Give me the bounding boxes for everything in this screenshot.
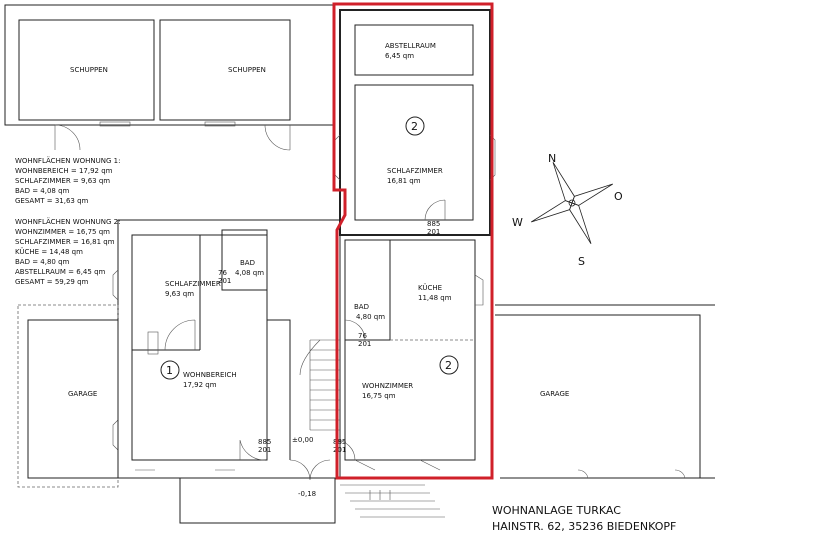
address-line-1: WOHNANLAGE TURKAC [492,504,621,517]
area-list-unit2-title: WOHNFLÄCHEN WOHNUNG 2: [15,217,120,226]
area-list-unit2-line: WOHNZIMMER = 16,75 qm [15,228,110,236]
room-label-abstellraum: ABSTELLRAUM [385,42,436,50]
door-label-d3a: 76 [358,332,367,340]
room-label-wohnbereich: WOHNBEREICH [183,371,237,379]
room-label-kueche: KÜCHE [418,283,442,292]
door-label-d1b: 201 [427,228,440,236]
room-area-wohnzimmer: 16,75 qm [362,392,396,400]
room-label-garage-left: GARAGE [68,390,97,398]
shed-block [4,4,336,151]
unit-2-marker-upper: 2 [411,120,418,133]
area-list-unit1-title: WOHNFLÄCHEN WOHNUNG 1: [15,156,120,165]
address-line-2: HAINSTR. 62, 35236 BIEDENKOPF [492,520,676,533]
room-area-abstellraum: 6,45 qm [385,52,414,60]
area-list-unit2-line: ABSTELLRAUM = 6,45 qm [15,268,106,276]
area-list-unit2-line: GESAMT = 59,29 qm [15,278,89,286]
compass-label-n: N [548,152,556,165]
room-label-bad-1: BAD [240,259,255,267]
compass-label-w: W [512,216,523,229]
door-label-d4a: 885 [258,438,271,446]
room-area-schlafzimmer-2: 16,81 qm [387,177,421,185]
level-entrance: ±0,00 [292,436,313,444]
area-list-unit1-line: WOHNBEREICH = 17,92 qm [15,167,113,175]
unit-1-marker-circle [160,360,180,380]
unit-2-marker-lower: 2 [445,359,452,372]
area-list-unit2-line: KÜCHE = 14,48 qm [15,247,83,256]
level-terrace: -0,18 [298,490,316,498]
door-label-d5b: 201 [333,446,346,454]
unit-1-marker: 1 [166,364,173,377]
door-label-d2a: 76 [218,269,227,277]
room-label-garage-right: GARAGE [540,390,569,398]
room-label-schuppen-2: SCHUPPEN [228,66,266,74]
area-list-unit1-line: SCHLAFZIMMER = 9,63 qm [15,177,110,185]
compass-label-o: O [614,190,623,203]
unit-2-marker-circle-lower [439,355,459,375]
area-list-unit2-line: BAD = 4,80 qm [15,258,70,266]
unit-2-lower-walls [334,239,484,471]
compass-label-s: S [578,255,585,268]
room-label-schuppen-1: SCHUPPEN [70,66,108,74]
room-label-schlafzimmer-1: SCHLAFZIMMER [165,280,221,288]
unit-2-highlight-outline [332,2,494,480]
room-label-bad-2: BAD [354,303,369,311]
door-label-d2b: 201 [218,277,231,285]
terrace [179,477,445,524]
door-label-d5a: 885 [333,438,346,446]
staircase [299,339,340,431]
door-label-d4b: 201 [258,446,271,454]
door-label-d1a: 885 [427,220,440,228]
room-area-wohnbereich: 17,92 qm [183,381,217,389]
unit-2-marker-circle-upper [405,116,425,136]
area-list-unit1-line: GESAMT = 31,63 qm [15,197,89,205]
room-area-schlafzimmer-1: 9,63 qm [165,290,194,298]
room-label-schlafzimmer-2: SCHLAFZIMMER [387,167,443,175]
garage-right [495,304,715,479]
garage-left [17,304,119,488]
unit-2-upper-walls [334,9,496,236]
area-list: WOHNFLÄCHEN WOHNUNG 1: WOHNBEREICH = 17,… [15,156,120,286]
room-area-bad-2: 4,80 qm [356,313,385,321]
area-list-unit2-line: SCHLAFZIMMER = 16,81 qm [15,238,115,246]
room-area-kueche: 11,48 qm [418,294,452,302]
compass-rose [531,162,613,244]
door-label-d3b: 201 [358,340,371,348]
area-list-unit1-line: BAD = 4,08 qm [15,187,70,195]
room-label-wohnzimmer: WOHNZIMMER [362,382,413,390]
room-area-bad-1: 4,08 qm [235,269,264,277]
